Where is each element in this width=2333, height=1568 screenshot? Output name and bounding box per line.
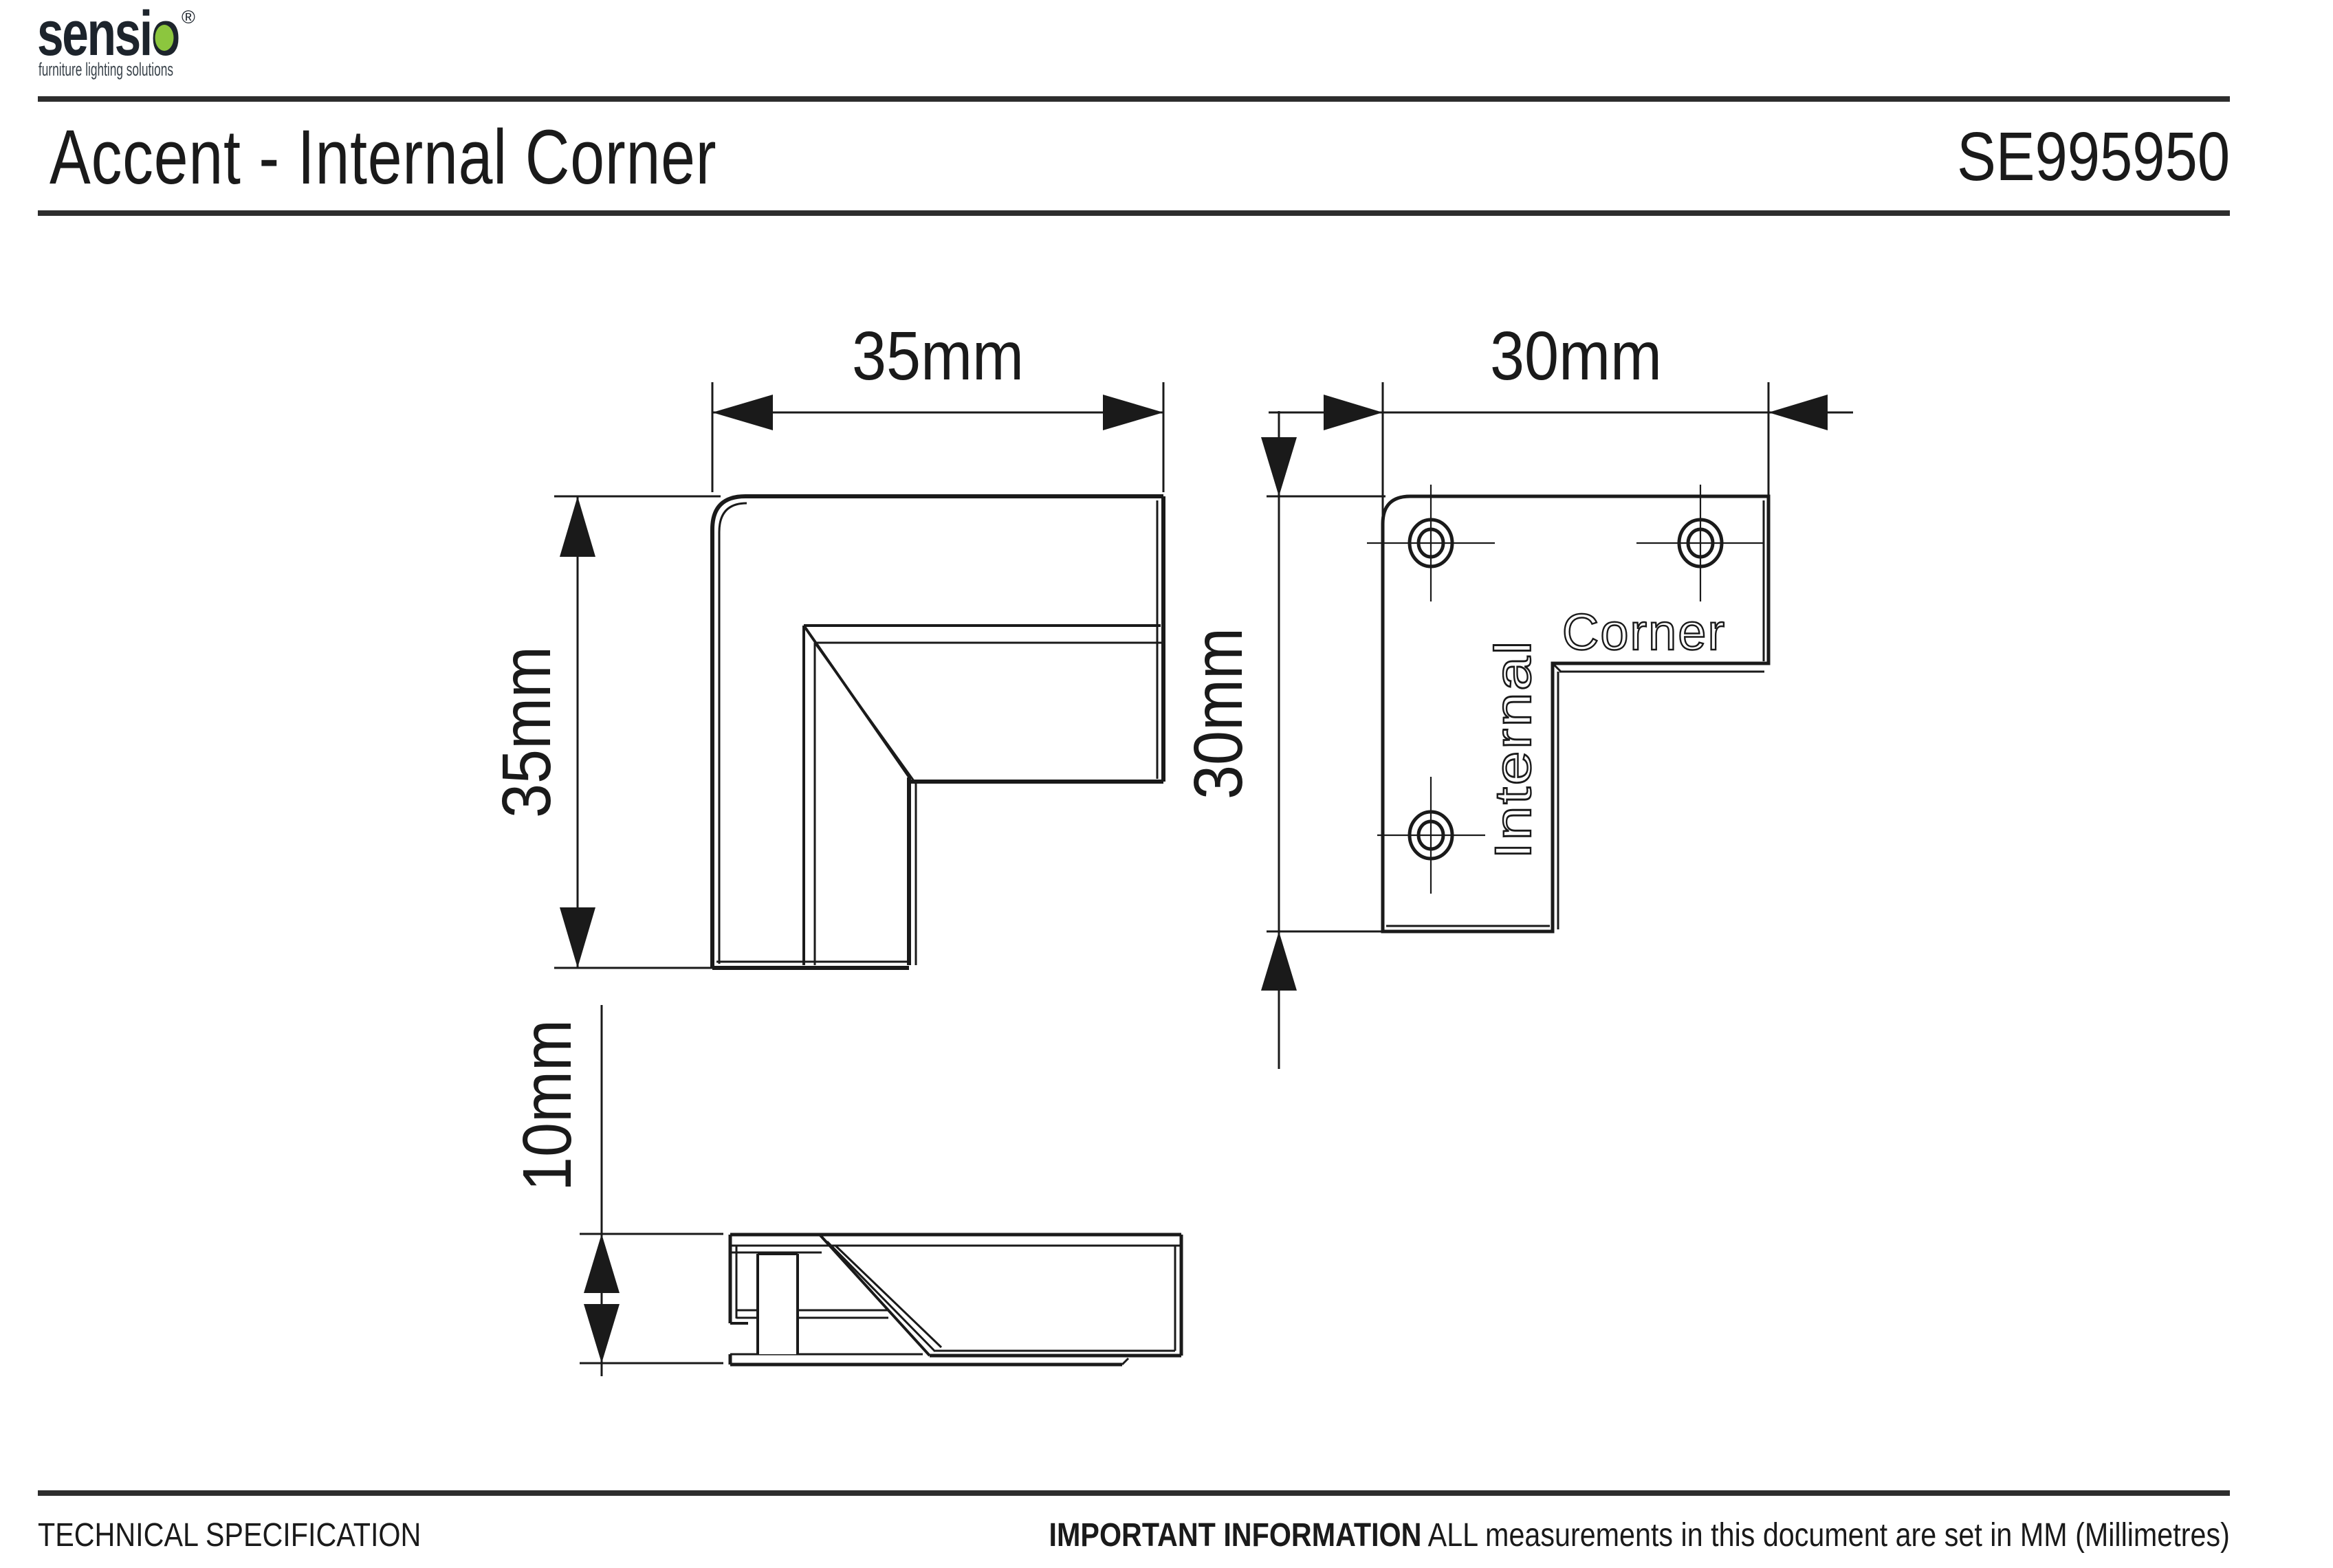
header-rule-bottom (38, 210, 2230, 216)
side-view-part (728, 1233, 1183, 1367)
dimension-label: 35mm (852, 318, 1024, 395)
logo-green-dot-icon (155, 25, 174, 51)
diagonal-edge (818, 1233, 931, 1357)
header-rule-top (38, 96, 2230, 102)
screw-hole-top-left (1367, 485, 1495, 601)
arrow-right-icon (1324, 395, 1383, 430)
footer-doc-type: TECHNICAL SPECIFICATION (38, 1517, 421, 1554)
arrow-down-icon (1261, 437, 1297, 496)
arrow-up-icon (584, 1234, 620, 1293)
arrow-left-icon (1768, 395, 1828, 430)
side-view-height-dimension: 10mm (509, 1005, 723, 1376)
registered-mark: ® (182, 7, 195, 27)
screw-hole-bottom (1377, 777, 1485, 894)
footer-important-label: IMPORTANT INFORMATION (1049, 1517, 1422, 1554)
diagonal-edge (826, 1240, 937, 1353)
top-view-height-dimension: 35mm (488, 495, 721, 969)
side-view: 10mm (509, 1005, 1183, 1376)
footer-important-text: ALL measurements in this document are se… (1421, 1517, 2230, 1554)
page-title: Accent - Internal Corner (50, 114, 717, 200)
footer-rule (38, 1490, 2230, 1496)
back-view-height-dimension: 30mm (1180, 411, 1389, 1069)
logo-tagline: furniture lighting solutions (39, 59, 173, 80)
dimension-label: 30mm (1180, 628, 1257, 799)
back-view: 30mm 30mm (1180, 318, 1853, 1069)
dimension-label: 30mm (1490, 318, 1662, 395)
top-view-part (710, 494, 1165, 970)
dimension-label: 35mm (488, 646, 565, 818)
dimension-label: 10mm (509, 1019, 586, 1191)
arrow-down-icon (560, 907, 595, 968)
sensio-logo: sensio ® furniture lighting solutions (37, 4, 195, 80)
arrow-up-icon (1261, 931, 1297, 991)
mitre-line-inner (813, 642, 917, 784)
diagonal-edge (834, 1244, 943, 1349)
screw-hole-top-right (1636, 485, 1764, 601)
back-view-part (1381, 494, 1771, 934)
arrow-down-icon (584, 1304, 620, 1363)
top-view-width-dimension: 35mm (711, 318, 1165, 492)
top-view: 35mm 35mm (488, 318, 1165, 970)
back-view-width-dimension: 30mm (1269, 318, 1853, 550)
arrow-left-icon (712, 395, 773, 430)
part-number: SE995950 (1956, 118, 2230, 195)
engraving-internal: Internal (1485, 639, 1542, 859)
arrow-right-icon (1103, 395, 1163, 430)
footer-important-information: IMPORTANT INFORMATION ALL measurements i… (1049, 1517, 2230, 1554)
side-view-boss (756, 1252, 799, 1354)
engraving-corner: Corner (1562, 604, 1726, 661)
arrow-up-icon (560, 496, 595, 557)
